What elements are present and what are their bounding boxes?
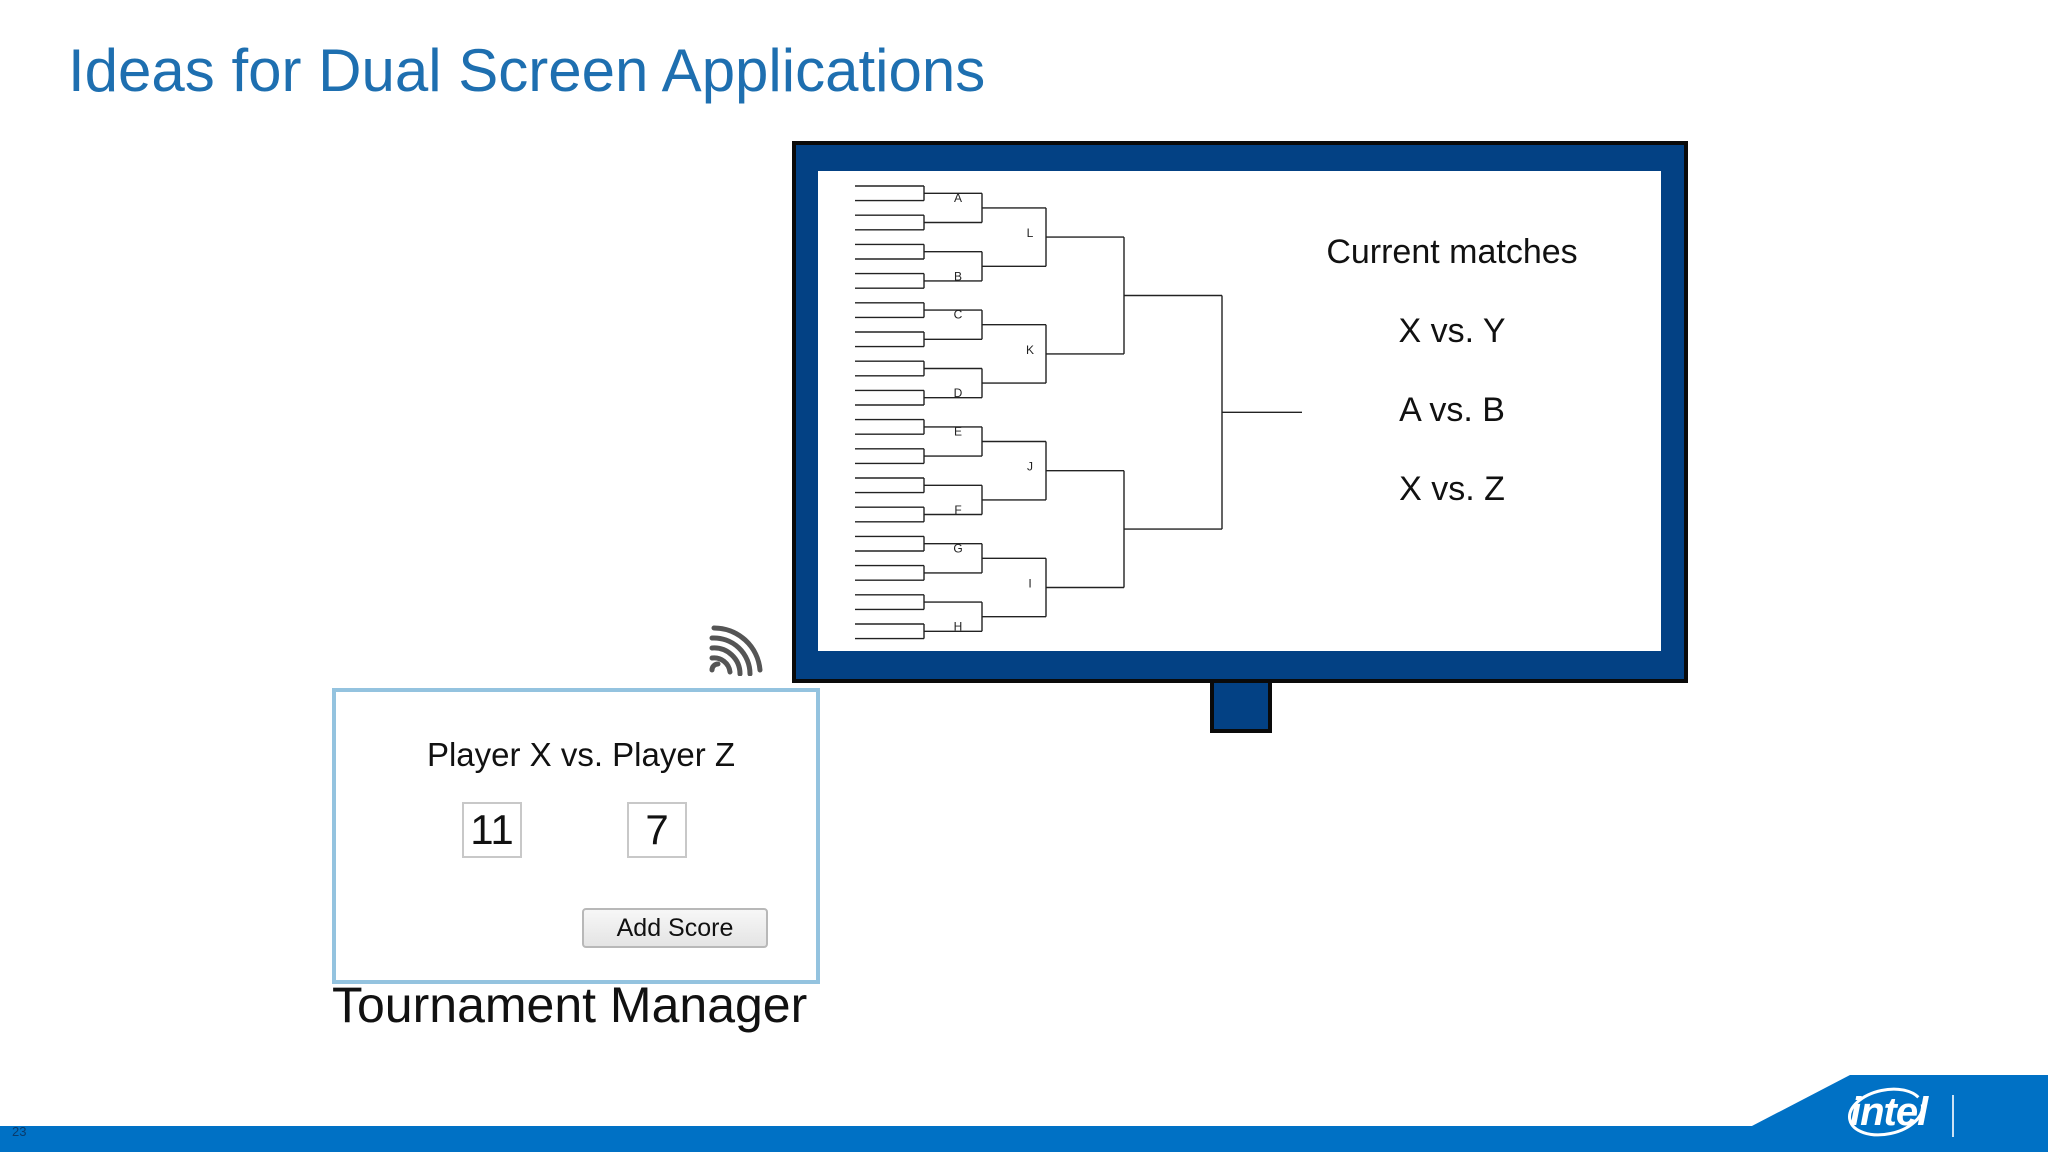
- tv-stand: [1210, 683, 1272, 733]
- match-item: X vs. Y: [1398, 312, 1506, 350]
- footer-logo-band: [1750, 1075, 2048, 1127]
- bracket-label: D: [954, 386, 963, 400]
- tv-screen: A B C D E F G H L K J I Current matches X vs. Y A v…: [818, 171, 1661, 651]
- bracket-label: G: [953, 541, 962, 555]
- player-x-score-input[interactable]: 11: [462, 802, 522, 858]
- player-z-score-input[interactable]: 7: [627, 802, 687, 858]
- slide-title: Ideas for Dual Screen Applications: [68, 37, 986, 104]
- footer-bar: [0, 1126, 2048, 1152]
- intel-logo-icon: [1848, 1087, 1924, 1137]
- page-number: 23: [12, 1124, 27, 1139]
- app-caption: Tournament Manager: [332, 977, 808, 1033]
- bracket-label: B: [954, 269, 962, 283]
- match-title: Player X vs. Player Z: [426, 736, 736, 773]
- bracket-label: F: [954, 503, 961, 517]
- bracket-label: J: [1027, 460, 1033, 474]
- add-score-button[interactable]: Add Score: [582, 908, 768, 948]
- current-matches-title: Current matches: [1326, 233, 1578, 271]
- bracket-label: I: [1028, 577, 1031, 591]
- score-entry-panel: Player X vs. Player Z 11 7 Add Score: [332, 688, 820, 984]
- current-matches-panel: Current matches X vs. Y A vs. B X vs. Z: [1312, 233, 1592, 549]
- wireless-signal-icon: [709, 625, 763, 676]
- bracket-label: L: [1027, 226, 1034, 240]
- tv-monitor: A B C D E F G H L K J I Current matches X vs. Y A v…: [792, 141, 1688, 683]
- intel-logo-text: intel: [1850, 1090, 1928, 1134]
- match-item: A vs. B: [1399, 391, 1505, 429]
- tournament-bracket: A B C D E F G H L K J I: [855, 185, 1302, 640]
- match-item: X vs. Z: [1399, 470, 1505, 508]
- logo-divider: [1952, 1095, 1954, 1137]
- bracket-label: A: [954, 191, 962, 205]
- bracket-label: K: [1026, 343, 1034, 357]
- bracket-label: E: [954, 425, 962, 439]
- bracket-label: C: [954, 308, 963, 322]
- bracket-label: H: [954, 620, 963, 634]
